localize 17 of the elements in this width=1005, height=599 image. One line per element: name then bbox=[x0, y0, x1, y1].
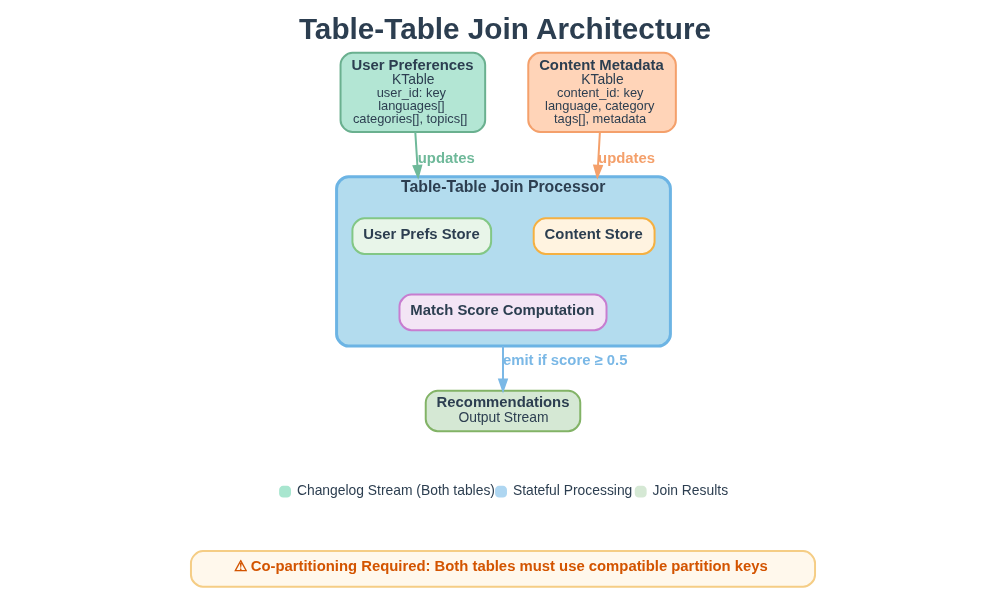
node-box: Content Metadata KTable content_id: key language, category tags[], metadata bbox=[526, 51, 677, 134]
arrow bbox=[592, 131, 603, 180]
node-box: Content Store bbox=[532, 217, 656, 255]
node-box: Match Score Computation bbox=[398, 293, 607, 332]
edge-label: emit if score ≥ 0.5 bbox=[502, 351, 627, 368]
node-box: ⚠ Co-partitioning Required: Both tables must use compatible partition keys bbox=[189, 550, 816, 588]
edge-label: updates bbox=[597, 149, 655, 166]
legend-label: Stateful Processing bbox=[512, 482, 632, 499]
node-box: User Preferences KTable user_id: key languages[] categories[], topics[] bbox=[339, 51, 486, 134]
arrow bbox=[411, 131, 423, 180]
node-box: User Prefs Store bbox=[350, 217, 492, 255]
legend-label: Changelog Stream (Both tables) bbox=[296, 482, 495, 499]
diagram-title: Table-Table Join Architecture bbox=[298, 11, 711, 45]
edge-label: updates bbox=[417, 149, 475, 166]
node-box: Recommendations Output Stream bbox=[424, 389, 581, 433]
arrow bbox=[497, 345, 508, 394]
legend-label: Join Results bbox=[652, 482, 728, 499]
